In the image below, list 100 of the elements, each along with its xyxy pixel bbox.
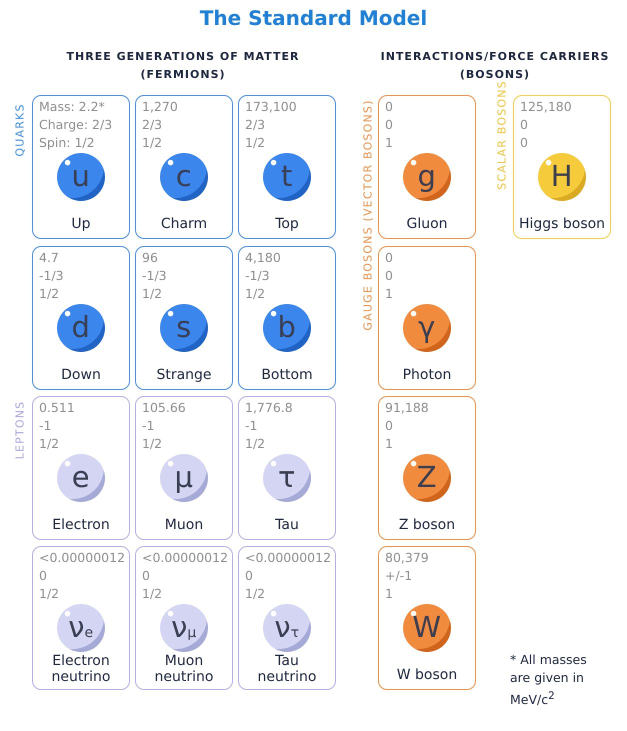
- mass-value: 1,270: [142, 99, 178, 115]
- particle-ball: [262, 304, 311, 352]
- particle-ball: [160, 454, 208, 502]
- charge-value: -1: [245, 418, 258, 434]
- particle-card: [135, 546, 233, 690]
- particle-ball: [262, 604, 311, 652]
- particle-card: [32, 396, 130, 540]
- spin-value: 1/2: [245, 436, 266, 452]
- particle-symbol: t: [280, 158, 294, 195]
- spin-value: 1/2: [142, 436, 162, 452]
- mass-value: 105.66: [142, 400, 186, 416]
- particle-card: [378, 546, 476, 690]
- charge-value: -1/3: [39, 268, 64, 284]
- charge-value: 0: [520, 117, 528, 133]
- particle-symbol: e: [70, 459, 91, 496]
- particle-ball: [160, 304, 208, 352]
- charge-value: -1/3: [245, 268, 270, 284]
- mass-value: Mass: 2.2*: [39, 99, 105, 115]
- spin-value: 1/2: [142, 135, 162, 151]
- particle-ball: [262, 153, 311, 201]
- spin-value: Spin: 1/2: [39, 135, 95, 151]
- particle-card: [378, 95, 476, 239]
- particle-name: W boson: [396, 667, 458, 684]
- spin-value: 1/2: [39, 286, 60, 302]
- mass-value: 4,180: [245, 250, 281, 266]
- particle-symbol: μ: [173, 459, 194, 496]
- particle-card: [32, 95, 130, 239]
- particle-name: Muon neutrino: [154, 653, 214, 685]
- particle-name: Muon: [164, 517, 204, 534]
- mass-value: 0: [385, 250, 393, 266]
- charge-value: 0: [39, 568, 47, 584]
- column-heading: THREE GENERATIONS OF MATTER (FERMIONS): [66, 49, 300, 83]
- spin-value: 1/2: [142, 586, 162, 602]
- particle-symbol: W: [411, 609, 442, 646]
- charge-value: 2/3: [142, 117, 162, 133]
- group-label: QUARKS: [14, 103, 26, 157]
- group-label: GAUGE BOSONS (VECTOR BOSONS): [362, 99, 374, 331]
- particle-card: [238, 396, 336, 540]
- particle-ball: [56, 454, 105, 502]
- group-label: SCALAR BOSONS: [496, 80, 508, 190]
- particle-ball: [56, 153, 105, 201]
- particle-ball: [402, 153, 451, 201]
- particle-name: Bottom: [260, 367, 314, 384]
- particle-ball: [56, 304, 105, 352]
- column-heading: INTERACTIONS/FORCE CARRIERS (BOSONS): [380, 49, 610, 82]
- charge-value: 0: [245, 568, 253, 584]
- particle-name: Charm: [160, 216, 208, 233]
- particle-name: Electron: [51, 517, 111, 534]
- particle-symbol: b: [276, 309, 297, 346]
- spin-value: 1/2: [142, 286, 162, 302]
- particle-card: [32, 546, 130, 690]
- particle-name: Electron neutrino: [50, 653, 112, 685]
- particle-symbol: τ: [276, 459, 296, 496]
- charge-value: +/-1: [385, 568, 412, 584]
- particle-name: Strange: [155, 367, 213, 384]
- particle-symbol: Z: [416, 459, 438, 496]
- particle-card: [32, 246, 130, 390]
- particle-card: [378, 396, 476, 540]
- mass-value: 91,188: [385, 400, 429, 416]
- particle-symbol: d: [70, 309, 91, 346]
- charge-value: -1/3: [142, 268, 167, 284]
- charge-value: -1: [39, 418, 52, 434]
- spin-value: 1: [385, 286, 393, 302]
- mass-value: <0.00000012: [245, 550, 332, 566]
- mass-value: <0.00000012: [142, 550, 228, 566]
- spin-value: 1: [385, 586, 393, 602]
- particle-name: Tau neutrino: [256, 653, 318, 685]
- particle-ball: [402, 604, 451, 652]
- particle-symbol: s: [175, 309, 192, 346]
- particle-name: Tau: [274, 517, 300, 534]
- particle-symbol: γ: [417, 309, 436, 346]
- particle-ball: [538, 153, 586, 201]
- particle-name: Down: [60, 367, 102, 384]
- particle-name: Up: [70, 216, 92, 233]
- particle-symbol: c: [174, 158, 193, 195]
- particle-ball: [262, 454, 311, 502]
- particle-symbol: g: [416, 158, 437, 195]
- particle-card: [135, 246, 233, 390]
- mass-value: 173,100: [245, 99, 297, 115]
- mass-value: 1,776.8: [245, 400, 293, 416]
- particle-card: [135, 95, 233, 239]
- particle-name: Top: [274, 216, 300, 233]
- spin-value: 1/2: [39, 436, 60, 452]
- spin-value: 1/2: [245, 135, 266, 151]
- particle-ball: [56, 604, 105, 652]
- spin-value: 1/2: [39, 586, 60, 602]
- mass-value: 80,379: [385, 550, 429, 566]
- spin-value: 1: [385, 135, 393, 151]
- spin-value: 1/2: [245, 586, 266, 602]
- mass-value: 125,180: [520, 99, 572, 115]
- particle-card: [378, 246, 476, 390]
- particle-ball: [160, 604, 208, 652]
- spin-value: 1: [385, 436, 393, 452]
- footnote: * All masses are given in MeV/c$^{2}$: [510, 650, 588, 710]
- particle-name: Higgs boson: [518, 216, 606, 233]
- charge-value: 0: [142, 568, 150, 584]
- charge-value: -1: [142, 418, 154, 434]
- mass-value: <0.00000012: [39, 550, 126, 566]
- title: The Standard Model: [198, 6, 428, 30]
- spin-value: 1/2: [245, 286, 266, 302]
